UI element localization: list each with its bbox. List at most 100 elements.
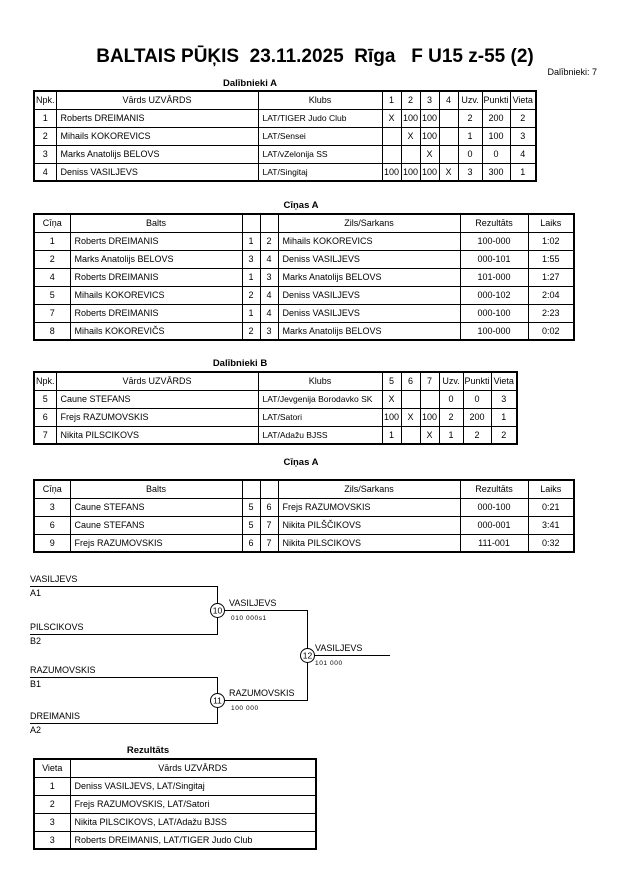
cell-place: 2 bbox=[490, 425, 518, 445]
cell-white-num: 3 bbox=[241, 249, 261, 269]
bracket-entry-name: DREIMANIS bbox=[30, 711, 80, 721]
cell-fight-no: 1 bbox=[33, 231, 71, 251]
cell-fight-no: 7 bbox=[33, 303, 71, 323]
bracket-match-score: 010 000s1 bbox=[231, 615, 267, 622]
participant-row: 4 Deniss VASILJEVS LAT/Singitaj 100 100 … bbox=[33, 162, 537, 182]
cell-white-name: Mihails KOKOREVIČS bbox=[69, 321, 243, 341]
cell-white-num: 6 bbox=[241, 533, 261, 553]
col-header-white: Balts bbox=[69, 213, 243, 233]
cell-name: Mihails KOKOREVICS bbox=[55, 126, 259, 146]
cell-match3: X bbox=[419, 144, 440, 164]
cell-npk: 2 bbox=[33, 126, 57, 146]
cell-match2: 100 bbox=[400, 108, 421, 128]
col-header-white: Balts bbox=[69, 479, 243, 499]
col-header-blue-num bbox=[259, 479, 279, 499]
cell-club: LAT/vZelonija SS bbox=[257, 144, 383, 164]
cell-match7 bbox=[419, 389, 440, 409]
participants-a-table: Npk. Vārds UZVĀRDS Klubs 1 2 3 4 Uzv. Pu… bbox=[33, 90, 537, 182]
cell-match2 bbox=[400, 144, 421, 164]
fights-a-header-row: Cīņa Balts Zils/Sarkans Rezultāts Laiks bbox=[33, 213, 575, 233]
match-number: 10 bbox=[213, 606, 223, 616]
cell-fight-no: 2 bbox=[33, 249, 71, 269]
cell-time: 3:41 bbox=[527, 515, 575, 535]
cell-white-name: Frejs RAZUMOVSKIS bbox=[69, 533, 243, 553]
cell-place: 1 bbox=[490, 407, 518, 427]
participant-row: 5 Caune STEFANS LAT/Jevgenija Borodavko … bbox=[33, 389, 518, 409]
cell-result: 111-001 bbox=[459, 533, 529, 553]
cell-match6 bbox=[400, 425, 421, 445]
cell-wins: 2 bbox=[457, 108, 483, 128]
cell-points: 2 bbox=[462, 425, 492, 445]
cell-place: 3 bbox=[490, 389, 518, 409]
fight-row: 4 Roberts DREIMANIS 1 3 Marks Anatolijs … bbox=[33, 267, 575, 287]
cell-white-num: 2 bbox=[241, 285, 261, 305]
cell-club: LAT/Sensei bbox=[257, 126, 383, 146]
cell-blue-num: 7 bbox=[259, 515, 279, 535]
cell-blue-num: 4 bbox=[259, 303, 279, 323]
cell-match5: 1 bbox=[381, 425, 402, 445]
col-header-blue: Zils/Sarkans bbox=[277, 479, 461, 499]
col-header-opp7: 7 bbox=[419, 371, 440, 391]
result-row: 3 Roberts DREIMANIS, LAT/TIGER Judo Club bbox=[33, 830, 317, 850]
cell-match1: X bbox=[381, 108, 402, 128]
knockout-bracket: VASILJEVS A1 PILSCIKOVS B2 RAZUMOVSKIS B… bbox=[30, 574, 390, 735]
col-header-points: Punkti bbox=[462, 371, 492, 391]
col-header-time: Laiks bbox=[527, 479, 575, 499]
cell-match4 bbox=[438, 144, 459, 164]
participant-row: 1 Roberts DREIMANIS LAT/TIGER Judo Club … bbox=[33, 108, 537, 128]
cell-name-club: Deniss VASILJEVS, LAT/Singitaj bbox=[69, 776, 317, 796]
participant-row: 2 Mihails KOKOREVICS LAT/Sensei X 100 1 … bbox=[33, 126, 537, 146]
bracket-entry-name: VASILJEVS bbox=[30, 574, 77, 584]
cell-match2: X bbox=[400, 126, 421, 146]
col-header-place: Vieta bbox=[490, 371, 518, 391]
cell-time: 0:32 bbox=[527, 533, 575, 553]
cell-club: LAT/TIGER Judo Club bbox=[257, 108, 383, 128]
cell-place: 4 bbox=[509, 144, 537, 164]
cell-place: 1 bbox=[33, 776, 71, 796]
bracket-winner-name: VASILJEVS bbox=[315, 643, 362, 653]
cell-wins: 1 bbox=[438, 425, 464, 445]
cell-wins: 3 bbox=[457, 162, 483, 182]
bracket-entry-seed: A1 bbox=[30, 588, 41, 598]
col-header-npk: Npk. bbox=[33, 90, 57, 110]
result-row: 2 Frejs RAZUMOVSKIS, LAT/Satori bbox=[33, 794, 317, 814]
cell-name: Caune STEFANS bbox=[55, 389, 259, 409]
match-number-circle bbox=[210, 693, 225, 708]
col-header-name: Vārds UZVĀRDS bbox=[55, 90, 259, 110]
cell-name: Nikita PILSCIKOVS bbox=[55, 425, 259, 445]
cell-match2: 100 bbox=[400, 162, 421, 182]
cell-match6 bbox=[400, 389, 421, 409]
bracket-match-score: 100 000 bbox=[231, 705, 259, 712]
cell-time: 1:02 bbox=[527, 231, 575, 251]
cell-blue-num: 4 bbox=[259, 285, 279, 305]
cell-match5: X bbox=[381, 389, 402, 409]
match-number: 11 bbox=[213, 696, 222, 706]
cell-club: LAT/Singitaj bbox=[257, 162, 383, 182]
cell-white-name: Roberts DREIMANIS bbox=[69, 267, 243, 287]
fight-row: 9 Frejs RAZUMOVSKIS 6 7 Nikita PILSCIKOV… bbox=[33, 533, 575, 553]
cell-match6: X bbox=[400, 407, 421, 427]
cell-white-name: Roberts DREIMANIS bbox=[69, 231, 243, 251]
bracket-entry-seed: B1 bbox=[30, 679, 41, 689]
cell-name: Marks Anatolijs BELOVS bbox=[55, 144, 259, 164]
cell-points: 100 bbox=[481, 126, 511, 146]
col-header-wins: Uzv. bbox=[457, 90, 483, 110]
cell-blue-name: Mihails KOKOREVICS bbox=[277, 231, 461, 251]
bracket-match-score: 101 000 bbox=[315, 660, 343, 667]
cell-match1: 100 bbox=[381, 162, 402, 182]
cell-match7: X bbox=[419, 425, 440, 445]
col-header-name: Vārds UZVĀRDS bbox=[69, 758, 317, 778]
col-header-club: Klubs bbox=[257, 371, 383, 391]
cell-white-name: Mihails KOKOREVICS bbox=[69, 285, 243, 305]
cell-white-num: 1 bbox=[241, 267, 261, 287]
cell-time: 0:02 bbox=[527, 321, 575, 341]
cell-blue-name: Nikita PILSCIKOVS bbox=[277, 533, 461, 553]
fight-row: 8 Mihails KOKOREVIČS 2 3 Marks Anatolijs… bbox=[33, 321, 575, 341]
cell-name-club: Nikita PILSCIKOVS, LAT/Adažu BJSS bbox=[69, 812, 317, 832]
results-heading: Rezultāts bbox=[126, 745, 170, 756]
cell-result: 000-100 bbox=[459, 497, 529, 517]
cell-club: LAT/Adažu BJSS bbox=[257, 425, 383, 445]
fight-row: 1 Roberts DREIMANIS 1 2 Mihails KOKOREVI… bbox=[33, 231, 575, 251]
bracket-winner-name: RAZUMOVSKIS bbox=[229, 688, 295, 698]
